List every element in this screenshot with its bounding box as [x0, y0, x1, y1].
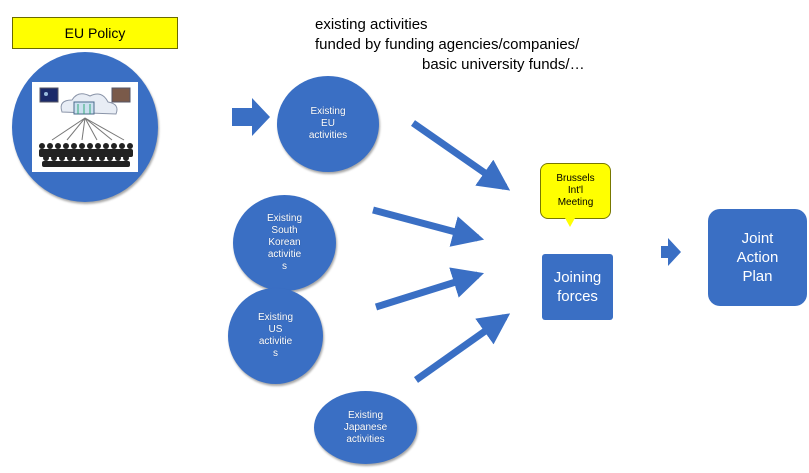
eu-policy-label: EU Policy [12, 17, 178, 49]
existing-japanese-activities-node: Existing Japanese activities [314, 391, 417, 464]
header-line-2: funded by funding agencies/companies/ [315, 36, 580, 53]
header-line-3: basic university funds/… [422, 56, 585, 73]
header-line-1: existing activities [315, 16, 428, 33]
existing-south-korean-activities-node: Existing South Korean activitie s [233, 195, 336, 291]
people-network-icon [32, 82, 138, 172]
policy-to-eu-arrow [232, 98, 270, 136]
joint-action-plan-box: Joint Action Plan [708, 209, 807, 306]
korea-to-joining-arrow [372, 206, 485, 247]
header-text: existing activities funded by funding ag… [315, 15, 585, 75]
japan-to-joining-arrow [413, 313, 511, 383]
us-to-joining-arrow [374, 267, 485, 311]
existing-eu-activities-node: Existing EU activities [277, 76, 379, 172]
brussels-meeting-callout: Brussels Int'l Meeting [540, 163, 611, 219]
joining-forces-box: Joining forces [542, 254, 613, 320]
callout-tail [565, 218, 575, 227]
joining-to-plan-arrow [661, 238, 681, 266]
eu-to-joining-arrow [411, 120, 511, 191]
existing-us-activities-node: Existing US activitie s [228, 288, 323, 384]
eu-policy-circle [12, 52, 158, 202]
